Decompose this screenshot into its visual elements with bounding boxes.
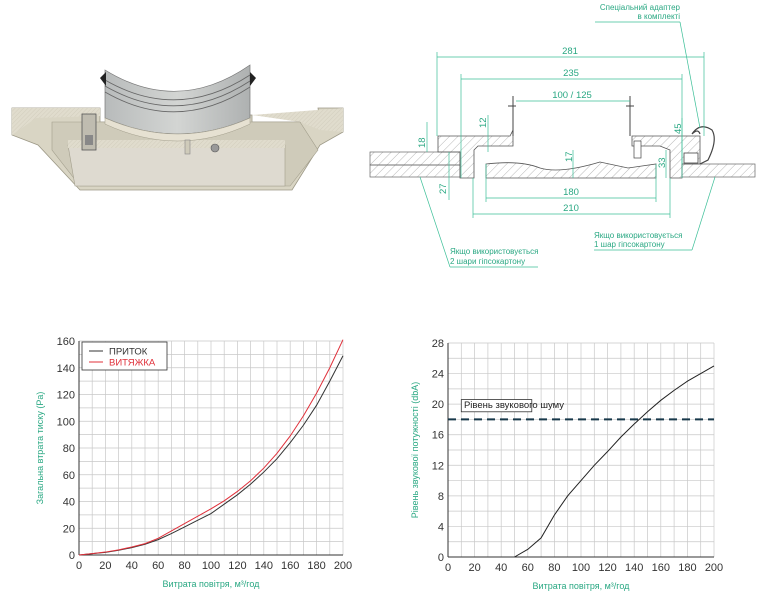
note-two-layers-line1: Якщо використовується — [450, 247, 538, 256]
frame-section — [437, 129, 514, 179]
x-tick-label: 200 — [705, 562, 723, 574]
x-tick-label: 200 — [334, 560, 352, 572]
legend-box — [81, 341, 168, 371]
dim-100-125: 100 / 125 — [552, 90, 592, 101]
y-tick-label: 40 — [63, 497, 75, 509]
dim-27: 27 — [438, 183, 449, 194]
note-one-layer-line1: Якщо використовується — [594, 231, 682, 240]
y-tick-label: 20 — [432, 399, 444, 411]
y-tick-label: 4 — [438, 521, 444, 533]
dimension-lines — [419, 21, 716, 268]
product-3d-render — [11, 64, 344, 191]
x-tick-label: 140 — [255, 560, 273, 572]
x-tick-label: 120 — [228, 560, 246, 572]
y-axis-label: Загальна втрата тиску (Pa) — [35, 392, 45, 505]
x-tick-label: 100 — [202, 560, 220, 572]
note-one-layer-line2: 1 шар гіпсокартону — [594, 240, 665, 249]
x-tick-label: 20 — [99, 560, 111, 572]
y-tick-label: 0 — [438, 552, 444, 564]
y-tick-label: 100 — [57, 416, 75, 428]
y-tick-label: 8 — [438, 491, 444, 503]
y-tick-label: 28 — [432, 338, 444, 350]
dim-180: 180 — [563, 187, 579, 198]
y-tick-label: 160 — [57, 336, 75, 348]
y-tick-label: 24 — [432, 369, 444, 381]
dim-210: 210 — [563, 203, 579, 214]
x-tick-label: 160 — [652, 562, 670, 574]
y-tick-label: 16 — [432, 430, 444, 442]
y-tick-label: 120 — [57, 390, 75, 402]
series-line-1 — [514, 365, 715, 558]
x-tick-label: 60 — [152, 560, 164, 572]
frame-section-right — [631, 135, 701, 179]
drywall-left — [369, 151, 461, 178]
x-tick-label: 60 — [522, 562, 534, 574]
x-tick-label: 0 — [76, 560, 82, 572]
drywall-right — [681, 163, 756, 178]
x-axis-label: Витрата повітря, м³/год — [163, 579, 261, 589]
pressure-loss-chart: 0 20 40 60 80 100 120 140 160 180 200 0 20 40 60 80 100 1… — [35, 336, 352, 589]
dim-281: 281 — [562, 46, 578, 57]
grille-panel-section — [485, 161, 657, 179]
note-adapter-line2: в комплекті — [638, 12, 681, 21]
x-tick-label: 40 — [495, 562, 507, 574]
y-tick-label: 140 — [57, 363, 75, 375]
series-line-2 — [78, 339, 344, 556]
x-tick-label: 0 — [445, 562, 451, 574]
dim-18: 18 — [417, 137, 428, 148]
x-tick-label: 120 — [598, 562, 616, 574]
reference-label: Рівень звукового шуму — [464, 400, 564, 411]
adapter-clip — [691, 126, 715, 165]
dim-12: 12 — [478, 117, 489, 128]
x-tick-label: 40 — [126, 560, 138, 572]
x-tick-label: 20 — [468, 562, 480, 574]
reference-label-box — [460, 399, 533, 413]
note-two-layers-line2: 2 шари гіпсокартону — [450, 257, 525, 266]
y-tick-label: 0 — [69, 550, 75, 562]
dim-33: 33 — [657, 157, 668, 168]
x-tick-label: 80 — [548, 562, 560, 574]
y-tick-label: 60 — [63, 470, 75, 482]
x-tick-label: 180 — [307, 560, 325, 572]
y-tick-label: 80 — [63, 443, 75, 455]
dim-235: 235 — [563, 68, 579, 79]
x-tick-label: 180 — [678, 562, 696, 574]
note-adapter-line1: Спеціальний адаптер — [600, 3, 681, 12]
legend-label: ВИТЯЖКА — [109, 358, 156, 369]
x-axis-label: Витрата повітря, м³/год — [533, 581, 631, 591]
y-axis-label: Рівень звукової потужності (dbA) — [410, 382, 420, 518]
y-tick-label: 20 — [63, 523, 75, 535]
x-tick-label: 140 — [625, 562, 643, 574]
y-tick-label: 12 — [432, 460, 444, 472]
x-tick-label: 100 — [572, 562, 590, 574]
spigot — [508, 96, 634, 136]
x-tick-label: 160 — [281, 560, 299, 572]
x-tick-label: 80 — [178, 560, 190, 572]
technical-drawing: 281 235 100 / 125 180 210 18 12 27 17 33… — [369, 3, 756, 268]
sound-power-chart: 0 20 40 60 80 100 120 140 160 180 200 0 4 8 12 16 20 24 28… — [410, 338, 723, 591]
legend-label: ПРИТОК — [109, 347, 148, 358]
dim-17: 17 — [564, 151, 575, 162]
dim-45: 45 — [673, 123, 684, 134]
